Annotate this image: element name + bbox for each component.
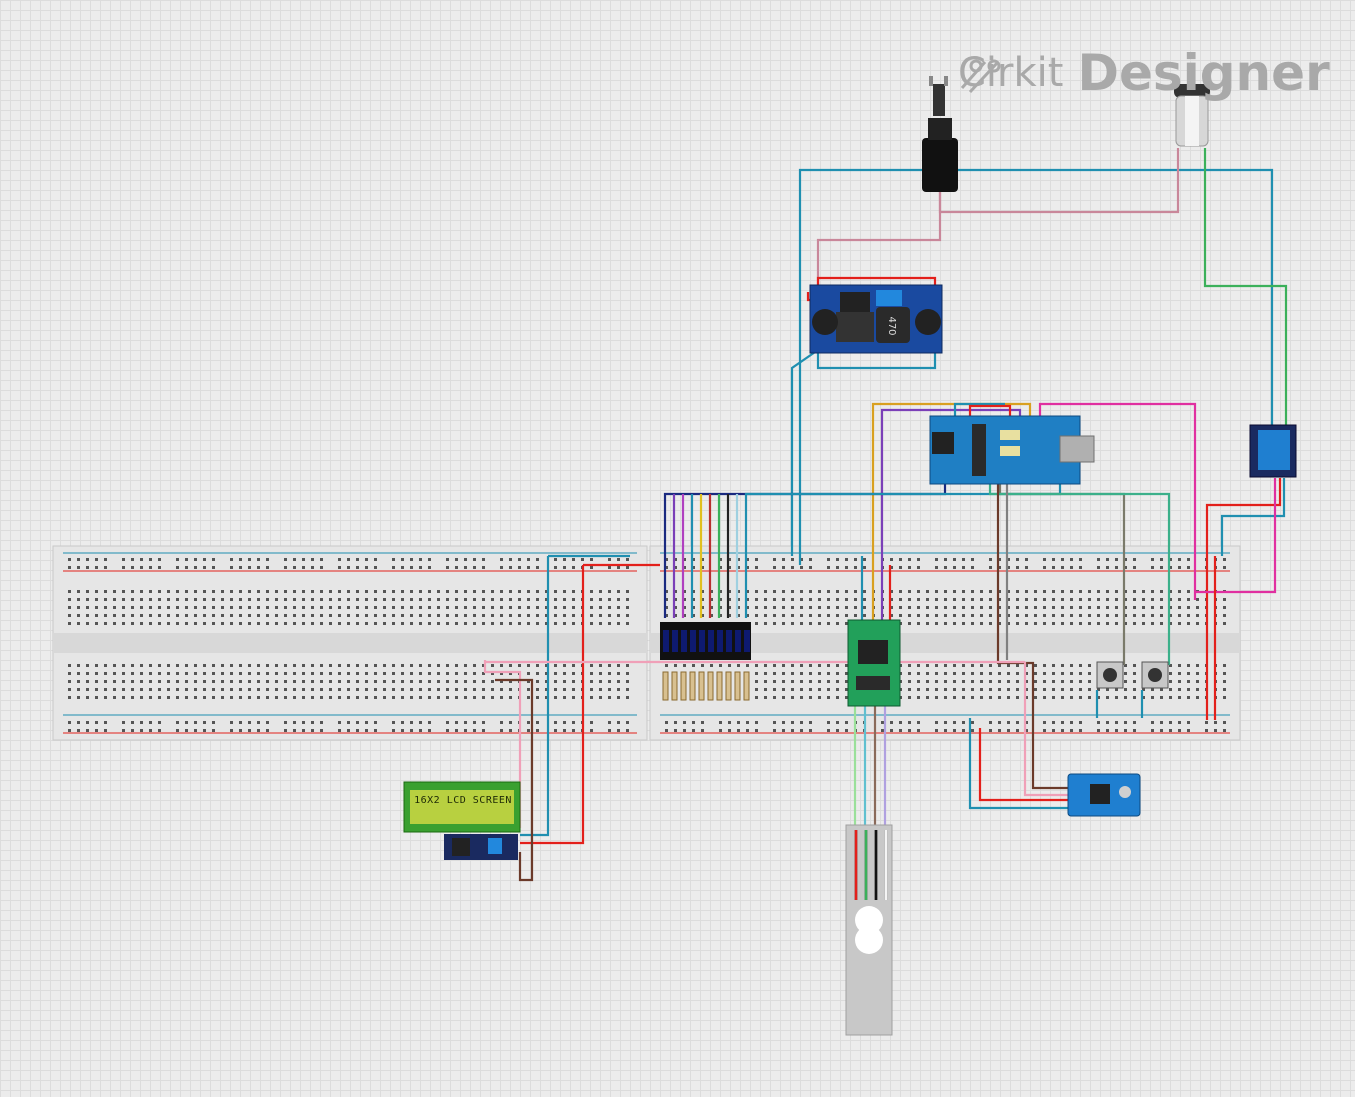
breadboard-left[interactable] bbox=[52, 545, 648, 741]
wire-teal-relay bbox=[1220, 478, 1286, 556]
lcd-label: 16X2 LCD SCREEN bbox=[414, 795, 512, 806]
wire-red-rtc bbox=[978, 728, 1070, 802]
wire-teal-buck2 bbox=[790, 349, 819, 556]
wire-pink-rtc bbox=[1023, 662, 1070, 797]
wire-magenta bbox=[1038, 402, 1197, 600]
wire-purple bbox=[880, 408, 1022, 620]
relay-module[interactable] bbox=[1249, 424, 1297, 478]
wire-red-lcd bbox=[520, 565, 585, 845]
push-button-2[interactable] bbox=[1141, 661, 1169, 689]
wire-green-motor bbox=[1203, 148, 1288, 430]
wire-teal-lcd bbox=[520, 556, 550, 837]
led-bar-graph[interactable] bbox=[660, 622, 751, 660]
motor-pump[interactable] bbox=[1174, 84, 1210, 147]
i2c-adapter[interactable] bbox=[444, 834, 518, 860]
resistors-array[interactable] bbox=[662, 671, 750, 701]
wire-red-relay bbox=[1205, 478, 1282, 720]
wire-teal-buck bbox=[816, 350, 937, 370]
rtc-module[interactable] bbox=[1067, 773, 1141, 817]
inductor-label: 470 bbox=[886, 316, 897, 335]
push-button-1[interactable] bbox=[1096, 661, 1124, 689]
lcd-screen[interactable] bbox=[403, 781, 521, 833]
cirkit-logo-icon bbox=[960, 59, 1001, 94]
wire-teal-ard bbox=[953, 402, 1005, 420]
wire-brown-lcd bbox=[495, 678, 534, 882]
brand-suffix: Designer bbox=[1077, 44, 1330, 102]
wire-teal-rtc bbox=[968, 718, 1070, 810]
wire-btn2 bbox=[988, 480, 1171, 665]
wire-red-ard bbox=[968, 404, 1012, 420]
brand-watermark: Cirkit Designer bbox=[958, 44, 1330, 102]
wire-pink-motor bbox=[938, 148, 1180, 214]
wire-teal-top bbox=[798, 168, 1274, 565]
arduino-nano[interactable] bbox=[929, 415, 1095, 485]
wire-brown-mid bbox=[996, 480, 1070, 790]
brand-prefix: Cirkit bbox=[958, 50, 1064, 96]
wire-bar-10 bbox=[744, 480, 1062, 618]
wire-orange bbox=[871, 402, 1032, 620]
load-cell[interactable] bbox=[845, 824, 893, 1036]
hx711-module[interactable] bbox=[847, 619, 901, 707]
wire-pink-jack bbox=[816, 190, 942, 300]
wire-pink-lcd bbox=[483, 660, 522, 828]
dc-jack[interactable] bbox=[922, 76, 958, 192]
wires bbox=[483, 148, 1288, 882]
wire-magenta-relay bbox=[1195, 478, 1277, 594]
buck-converter[interactable]: 470 bbox=[809, 284, 943, 354]
